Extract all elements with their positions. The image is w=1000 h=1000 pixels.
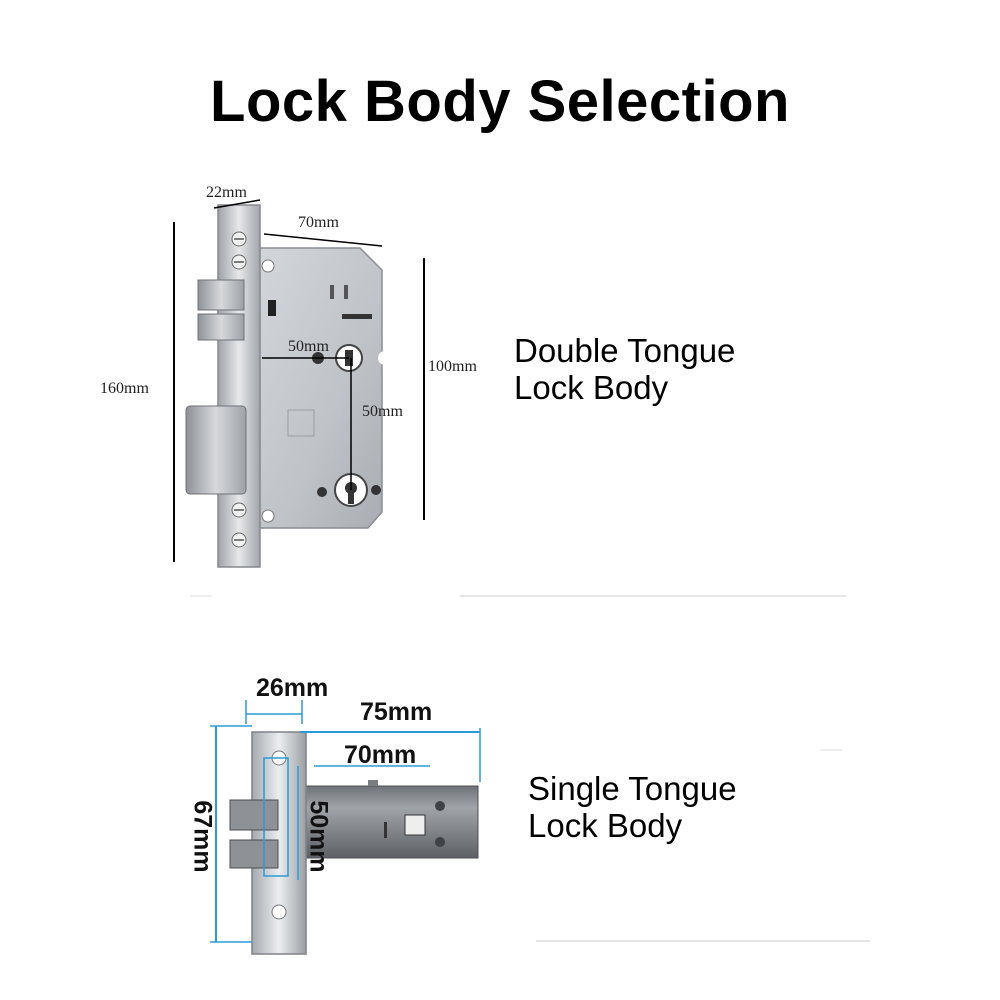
dim-body-height: 100mm [428,358,477,375]
latch-housing [305,785,479,859]
page-title: Lock Body Selection [210,69,790,134]
double-tongue-caption: Double Tongue Lock Body [514,332,735,406]
latch-tongue-lower [197,313,245,341]
caption-line-1: Double Tongue [514,332,736,369]
deadbolt [185,405,247,495]
dim-faceplate-width: 22mm [206,184,247,201]
dim-total-height: 160mm [100,380,149,397]
dim-body-height: 50mm [304,800,333,873]
caption-line-1: Single Tongue [528,770,737,807]
dim-faceplate-height: 67mm [188,800,217,873]
latch-tongue-upper [229,799,279,831]
dim-body-width: 70mm [298,214,339,231]
follower-square [404,814,426,836]
dim-backset: 50mm [288,338,329,355]
single-tongue-caption: Single Tongue Lock Body [528,770,737,844]
caption-line-2: Lock Body [528,807,683,844]
latch-tongue-lower [229,839,279,869]
dim-total-length: 75mm [360,698,433,726]
latch-tongue-upper [197,279,245,311]
caption-line-2: Lock Body [514,369,669,406]
dim-center-distance: 50mm [362,403,403,420]
dim-faceplate-width: 26mm [256,674,329,702]
dim-body-length: 70mm [344,741,417,769]
